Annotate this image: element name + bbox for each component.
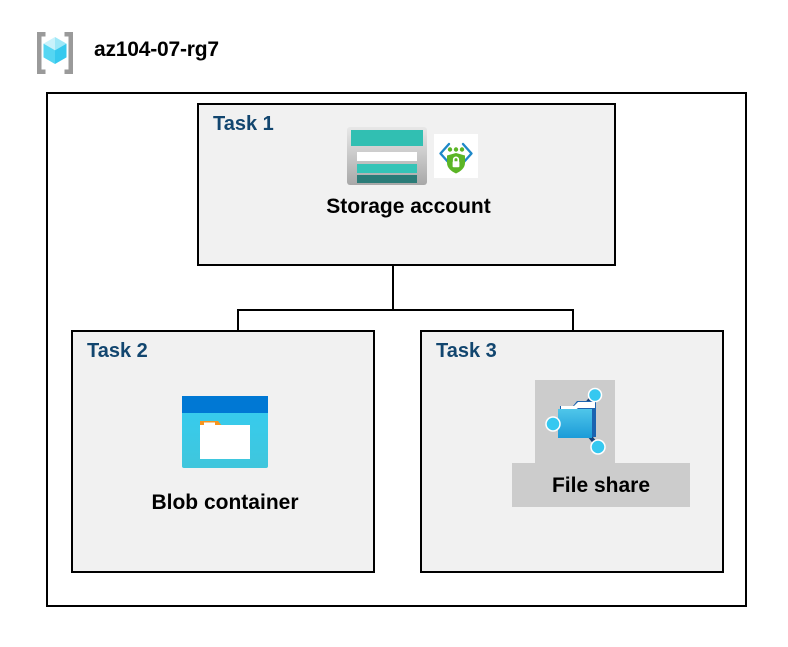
task-box-2: Task 2 xyxy=(71,330,375,573)
file-share-icon xyxy=(540,384,612,458)
task-2-label: Task 2 xyxy=(87,340,148,362)
file-share-caption: File share xyxy=(551,473,651,497)
blob-container-caption: Blob container xyxy=(151,491,299,514)
blob-container-icon xyxy=(180,394,270,472)
connector-storage-stem xyxy=(392,230,394,311)
task-3-label: Task 3 xyxy=(436,340,497,362)
resource-group-header: az104-07-rg7 xyxy=(30,26,330,80)
storage-account-caption: Storage account xyxy=(326,195,491,218)
storage-account-icon xyxy=(346,126,428,191)
node-blob-container: Blob container xyxy=(73,394,377,513)
blob-container-icon-row xyxy=(73,394,377,472)
resource-group-icon xyxy=(30,28,80,78)
storage-account-icon-row xyxy=(205,126,618,191)
private-endpoint-icon xyxy=(433,133,478,183)
task-1-label: Task 1 xyxy=(213,113,274,135)
task-box-1: Task 1 xyxy=(197,103,616,266)
node-storage-account: Storage account xyxy=(199,126,618,218)
file-share-caption-wrap: File share xyxy=(512,463,690,507)
resource-group-title: az104-07-rg7 xyxy=(94,38,219,61)
task-box-3: Task 3 xyxy=(420,330,724,573)
connector-horizontal-bus xyxy=(237,309,574,311)
file-share-label-backdrop xyxy=(512,463,690,507)
